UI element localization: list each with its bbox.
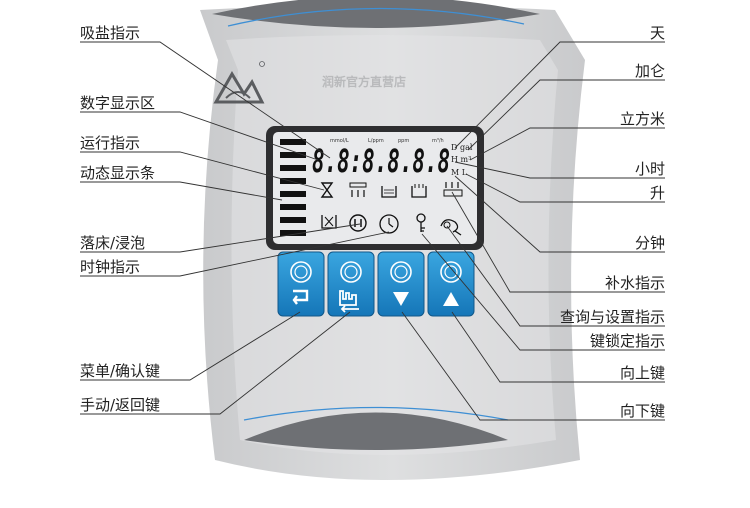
leader-backwash <box>80 223 361 253</box>
label-dynamic-bars: 动态显示条 <box>80 164 156 182</box>
leader-up-key <box>451 311 665 383</box>
label-hour: 小时 <box>634 160 665 178</box>
leader-query <box>446 225 665 327</box>
label-menu-confirm-key: 菜单/确认键 <box>80 362 161 380</box>
label-litre: 升 <box>649 184 665 202</box>
label-running: 运行指示 <box>80 134 141 152</box>
refill-bars-icon <box>443 182 463 197</box>
leader-running <box>80 151 325 191</box>
leader-refill <box>451 191 665 293</box>
pause-icon <box>349 214 367 232</box>
query-settings-icon <box>440 219 462 236</box>
leader-minute <box>454 175 665 253</box>
label-digit-area: 数字显示区 <box>80 94 156 112</box>
label-refill: 补水指示 <box>604 274 665 292</box>
brand-text: 润新官方直营店 <box>322 74 406 89</box>
label-up-key: 向上键 <box>619 364 665 382</box>
key-lock-icon <box>416 213 426 232</box>
unit-label: m³/h <box>432 138 444 144</box>
label-query-settings: 查询与设置指示 <box>559 308 665 326</box>
label-day: 天 <box>649 24 665 42</box>
leader-gallon <box>467 79 665 151</box>
brine-draw-icon <box>349 182 367 197</box>
bottom-cap-rim <box>243 406 509 421</box>
tank-icon <box>381 186 397 198</box>
label-down-key: 向下键 <box>619 402 665 420</box>
side-unit-minute: M L <box>451 168 468 177</box>
hourglass-icon <box>320 182 334 198</box>
tank-fill-icon <box>411 184 427 198</box>
leader-clock <box>80 231 390 277</box>
leader-day <box>454 41 665 149</box>
manual-icon <box>339 290 359 313</box>
manual-return-key[interactable] <box>327 251 375 317</box>
leader-lines-left <box>80 41 390 415</box>
backwash-icon <box>321 215 337 229</box>
leader-menu-key <box>80 311 301 381</box>
label-brine-draw: 吸盐指示 <box>80 24 141 42</box>
label-cubic-meter: 立方米 <box>619 110 665 128</box>
unit-label: mmol/L <box>330 138 349 144</box>
label-manual-return-key: 手动/返回键 <box>80 396 161 414</box>
leader-lines-right <box>401 41 665 421</box>
leader-digits <box>80 111 319 161</box>
up-key[interactable] <box>427 251 475 317</box>
down-arrow-icon <box>393 292 409 306</box>
side-unit-day: D gal <box>451 143 473 152</box>
top-cap <box>212 0 540 28</box>
label-gallon: 加仑 <box>634 62 665 80</box>
leader-litre <box>465 173 665 203</box>
unit-label: L/ppm <box>368 138 384 144</box>
down-key[interactable] <box>377 251 425 317</box>
bottom-cap <box>244 412 508 450</box>
leader-cubic <box>469 127 665 161</box>
menu-confirm-key[interactable] <box>277 251 325 317</box>
leader-hour <box>454 161 665 179</box>
side-unit-hour: H m³ <box>451 155 471 164</box>
label-key-lock: 键锁定指示 <box>589 332 665 350</box>
label-minute: 分钟 <box>634 234 665 252</box>
lcd-screen <box>273 132 477 244</box>
leader-bars <box>80 181 283 201</box>
top-cap-rim <box>227 7 525 27</box>
logo-icon <box>213 61 265 104</box>
enter-icon <box>292 289 309 305</box>
clock-icon <box>379 214 399 234</box>
digit-display: 8.8:8.8.8.8 <box>312 142 450 180</box>
unit-label: ppm <box>398 138 409 144</box>
leader-manual-key <box>80 311 351 415</box>
leader-down-key <box>401 311 665 421</box>
up-arrow-icon <box>443 292 459 306</box>
leader-brine <box>80 41 331 159</box>
leader-keylock <box>421 233 665 351</box>
dynamic-bars <box>280 139 306 236</box>
label-clock: 时钟指示 <box>80 258 141 276</box>
label-backwash-soak: 落床/浸泡 <box>80 234 146 252</box>
